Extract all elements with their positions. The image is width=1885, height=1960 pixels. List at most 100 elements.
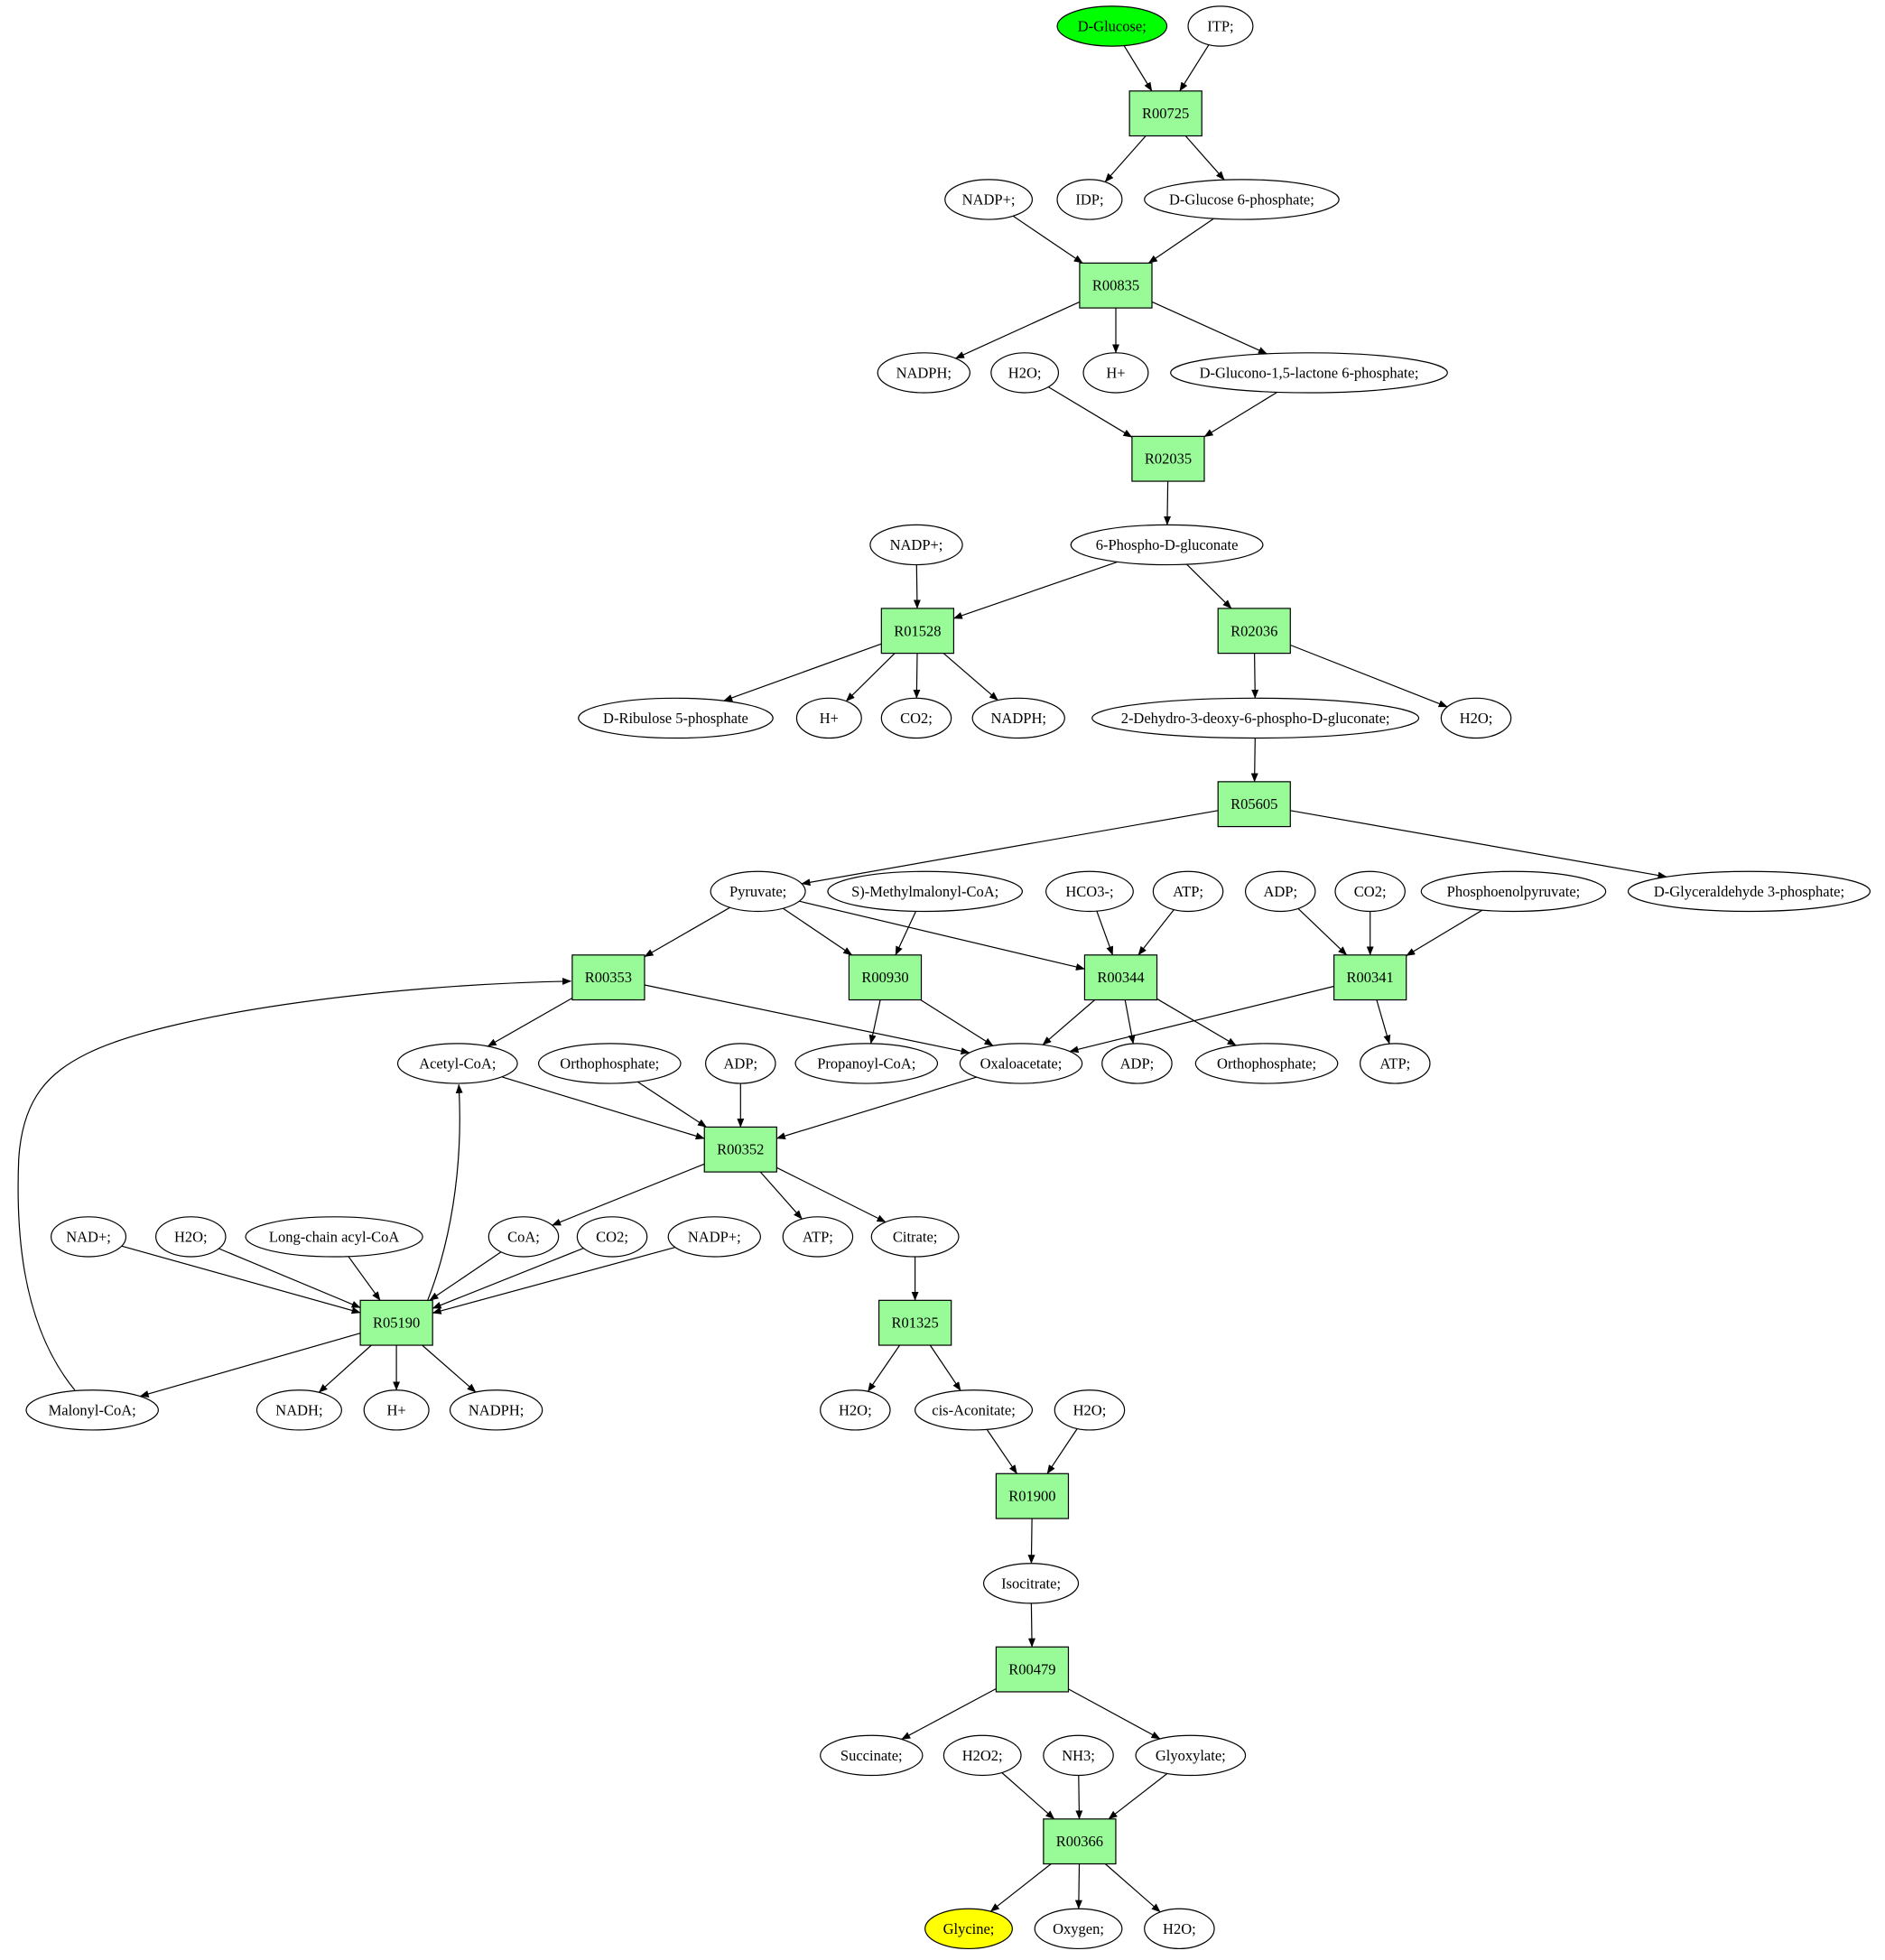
edge-R00366-to-glycine	[989, 1863, 1052, 1912]
reaction-node-R00353: R00353	[571, 954, 645, 1001]
edge-R00341-to-oxaloacetate	[1069, 985, 1334, 1054]
node-label: Orthophosphate;	[560, 1054, 659, 1072]
edge-nadp_3-to-R05190	[432, 1247, 676, 1314]
edge-R00725-to-idp	[1104, 135, 1147, 182]
metabolite-ellipse	[537, 1043, 682, 1084]
metabolite-ellipse	[255, 1389, 342, 1431]
metabolite-ellipse	[959, 1043, 1083, 1084]
metabolite-ellipse	[155, 1216, 227, 1258]
metabolite-ellipse	[1152, 870, 1224, 913]
edge-R02036-to-kdpg	[1251, 653, 1259, 699]
metabolite-node-nadp_1: NADP+;	[944, 179, 1034, 220]
metabolite-ellipse	[820, 1389, 891, 1431]
metabolite-node-glucose: D-Glucose;	[1056, 5, 1168, 47]
edge-R01528-to-nadph_2	[942, 653, 998, 701]
reaction-node-R02036: R02036	[1217, 608, 1291, 655]
metabolite-node-kdpg: 2-Dehydro-3-deoxy-6-phospho-D-gluconate;	[1091, 697, 1420, 739]
reaction-box	[1217, 781, 1291, 828]
reaction-node-R02035: R02035	[1131, 435, 1205, 482]
node-label: R05605	[1230, 795, 1277, 813]
reaction-box	[359, 1299, 433, 1346]
metabolite-node-orthophosphate_2: Orthophosphate;	[1194, 1043, 1339, 1084]
node-label: Long-chain acyl-CoA	[269, 1228, 399, 1245]
node-label: H2O;	[839, 1401, 872, 1418]
node-label: ATP;	[1379, 1054, 1410, 1072]
metabolite-ellipse	[667, 1216, 761, 1258]
reaction-node-R05190: R05190	[359, 1299, 433, 1346]
metabolite-node-ribulose: D-Ribulose 5-phosphate	[578, 697, 774, 739]
node-label: ADP;	[1120, 1054, 1155, 1072]
edge-orthophosphate_1-to-R00352	[636, 1081, 707, 1128]
metabolite-node-glycine: Glycine;	[924, 1908, 1013, 1950]
metabolite-ellipse	[1070, 524, 1264, 566]
node-label: D-Glucose 6-phosphate;	[1169, 190, 1314, 208]
metabolite-ellipse	[1194, 1043, 1339, 1084]
metabolite-node-propanoyl: Propanoyl-CoA;	[794, 1043, 939, 1084]
metabolite-ellipse	[795, 697, 862, 739]
metabolite-node-acetylcoa: Acetyl-CoA;	[396, 1043, 518, 1084]
node-label: NADP+;	[962, 190, 1016, 208]
metabolite-node-adp_3: ADP;	[1101, 1043, 1173, 1084]
edge-pyruvate-to-R00344	[799, 900, 1085, 971]
node-label: Malonyl-CoA;	[49, 1401, 136, 1418]
edge-R00344-to-oxaloacetate	[1042, 999, 1096, 1045]
metabolite-node-malonyl: Malonyl-CoA;	[25, 1389, 159, 1431]
reaction-box	[571, 954, 645, 1001]
metabolite-node-h2o2: H2O2;	[942, 1734, 1022, 1777]
node-label: R00930	[861, 969, 908, 986]
node-label: Orthophosphate;	[1217, 1054, 1316, 1072]
metabolite-ellipse	[1244, 870, 1316, 913]
edge-R05190-to-nadph_3	[422, 1344, 477, 1393]
node-label: ADP;	[1263, 883, 1297, 900]
metabolite-node-nadph_1: NADPH;	[877, 352, 970, 394]
metabolite-node-nadh: NADH;	[255, 1389, 342, 1431]
edge-itp-to-R00725	[1179, 44, 1210, 92]
metabolite-node-h2o_3: H2O;	[155, 1216, 227, 1258]
node-label: H+	[820, 710, 839, 727]
edges-layer	[17, 44, 1667, 1913]
reaction-node-R00341: R00341	[1333, 954, 1407, 1001]
node-label: R00352	[717, 1141, 764, 1158]
edge-nadp_2-to-R01528	[913, 564, 921, 609]
metabolite-ellipse	[869, 524, 963, 566]
metabolite-ellipse	[1056, 179, 1123, 220]
node-label: H2O;	[1163, 1920, 1196, 1937]
node-label: NADPH;	[469, 1401, 524, 1418]
reaction-node-R01528: R01528	[880, 608, 955, 655]
node-label: S)-Methylmalonyl-CoA;	[851, 883, 998, 900]
reaction-box	[1131, 435, 1205, 482]
edge-hco3-to-R00344	[1096, 910, 1114, 956]
metabolite-node-hplus_1: H+	[1082, 352, 1149, 394]
node-label: Citrate;	[893, 1228, 937, 1245]
metabolite-node-hplus_2: H+	[795, 697, 862, 739]
node-label: R00344	[1097, 969, 1144, 986]
node-label: H2O2;	[962, 1747, 1003, 1764]
node-label: CoA;	[507, 1228, 540, 1245]
edge-pep-to-R00341	[1406, 909, 1483, 957]
metabolite-node-citrate: Citrate;	[870, 1216, 960, 1258]
node-label: D-Glucono-1,5-lactone 6-phosphate;	[1200, 364, 1419, 381]
metabolite-node-nh3: NH3;	[1043, 1734, 1114, 1777]
node-label: Isocitrate;	[1001, 1575, 1061, 1592]
node-label: Glycine;	[943, 1920, 995, 1937]
edge-acetylcoa-to-R00352	[501, 1076, 705, 1140]
metabolite-ellipse	[1334, 870, 1406, 913]
edge-R00725-to-g6p	[1184, 135, 1225, 181]
reaction-box	[848, 954, 923, 1001]
metabolite-node-h2o_6: H2O;	[1144, 1908, 1215, 1950]
metabolite-node-oxygen: Oxygen;	[1034, 1908, 1123, 1950]
edge-methylmalonyl-to-R00930	[895, 911, 917, 956]
node-label: D-Glucose;	[1078, 18, 1147, 35]
reaction-box	[1043, 1818, 1117, 1865]
edge-co2_3-to-R05190	[432, 1248, 584, 1309]
edge-malonyl-to-R00353	[17, 977, 571, 1391]
metabolite-node-pyruvate: Pyruvate;	[710, 870, 806, 913]
metabolite-node-co2_3: CO2;	[576, 1216, 648, 1258]
edge-phosphogluconate-to-R02036	[1186, 563, 1232, 609]
metabolite-ellipse	[1034, 1908, 1123, 1950]
metabolite-node-nadph_3: NADPH;	[449, 1389, 543, 1431]
edge-R00352-to-coa	[552, 1163, 705, 1226]
reaction-box	[1083, 954, 1158, 1001]
reaction-node-R00835: R00835	[1079, 262, 1153, 309]
metabolite-ellipse	[944, 179, 1034, 220]
